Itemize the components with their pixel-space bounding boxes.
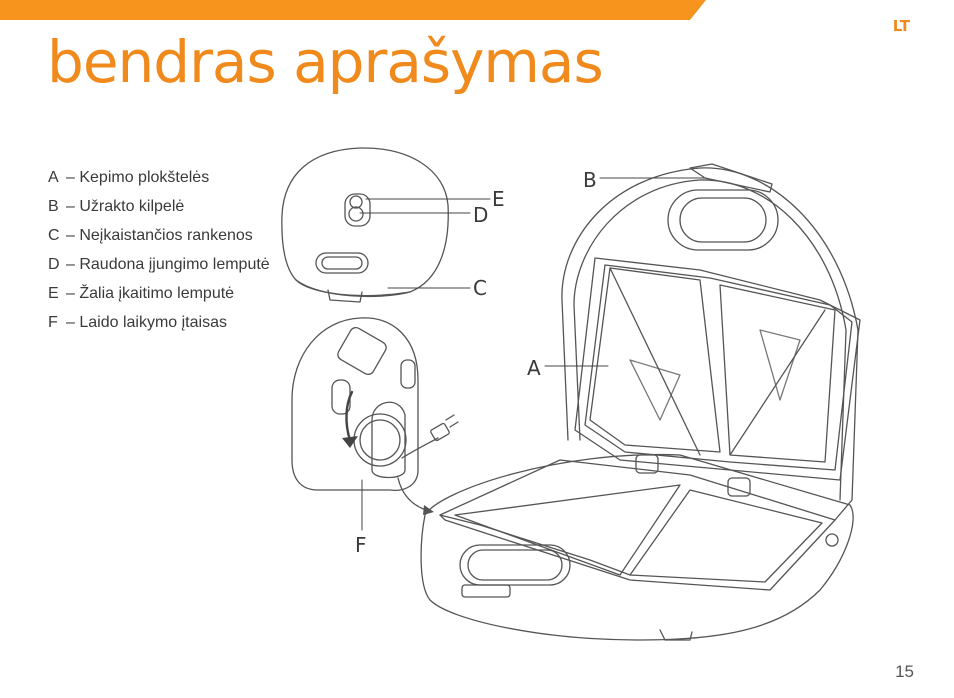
underside-drawing	[291, 317, 459, 515]
callout-d: D	[473, 203, 489, 227]
closed-appliance-drawing	[281, 147, 449, 303]
legend-letter: E	[48, 285, 59, 302]
legend-text: – Neįkaistančios rankenos	[66, 227, 253, 244]
callout-e: E	[492, 187, 505, 211]
callout-b: B	[583, 168, 597, 192]
page-title: bendras aprašymas	[47, 28, 604, 96]
language-code: LT	[892, 17, 910, 35]
legend-item-c: C – Neįkaistančios rankenos	[48, 226, 288, 246]
legend-item-e: E – Žalia įkaitimo lemputė	[48, 284, 288, 304]
callout-a: A	[527, 356, 541, 380]
open-appliance-drawing	[420, 163, 861, 641]
legend-letter: B	[48, 198, 59, 215]
legend-item-a: A – Kepimo plokštelės	[48, 168, 288, 188]
callout-f: F	[355, 533, 367, 557]
legend-letter: C	[48, 227, 60, 244]
parts-legend: A – Kepimo plokštelės B – Užrakto kilpel…	[48, 168, 288, 342]
legend-letter: D	[48, 256, 60, 273]
callout-leaders	[359, 177, 707, 531]
legend-letter: A	[48, 169, 59, 186]
legend-text: – Kepimo plokštelės	[66, 169, 210, 186]
page-number: 15	[895, 662, 914, 681]
legend-letter: F	[48, 314, 58, 331]
legend-item-b: B – Užrakto kilpelė	[48, 197, 288, 217]
legend-item-d: D – Raudona įjungimo lemputė	[48, 255, 288, 275]
legend-text: – Raudona įjungimo lemputė	[66, 256, 270, 273]
legend-text: – Laido laikymo įtaisas	[66, 314, 227, 331]
legend-text: – Užrakto kilpelė	[66, 198, 185, 215]
legend-text: – Žalia įkaitimo lemputė	[66, 285, 235, 302]
orange-header-bar	[0, 0, 706, 20]
callout-c: C	[473, 276, 487, 300]
legend-item-f: F – Laido laikymo įtaisas	[48, 313, 288, 333]
